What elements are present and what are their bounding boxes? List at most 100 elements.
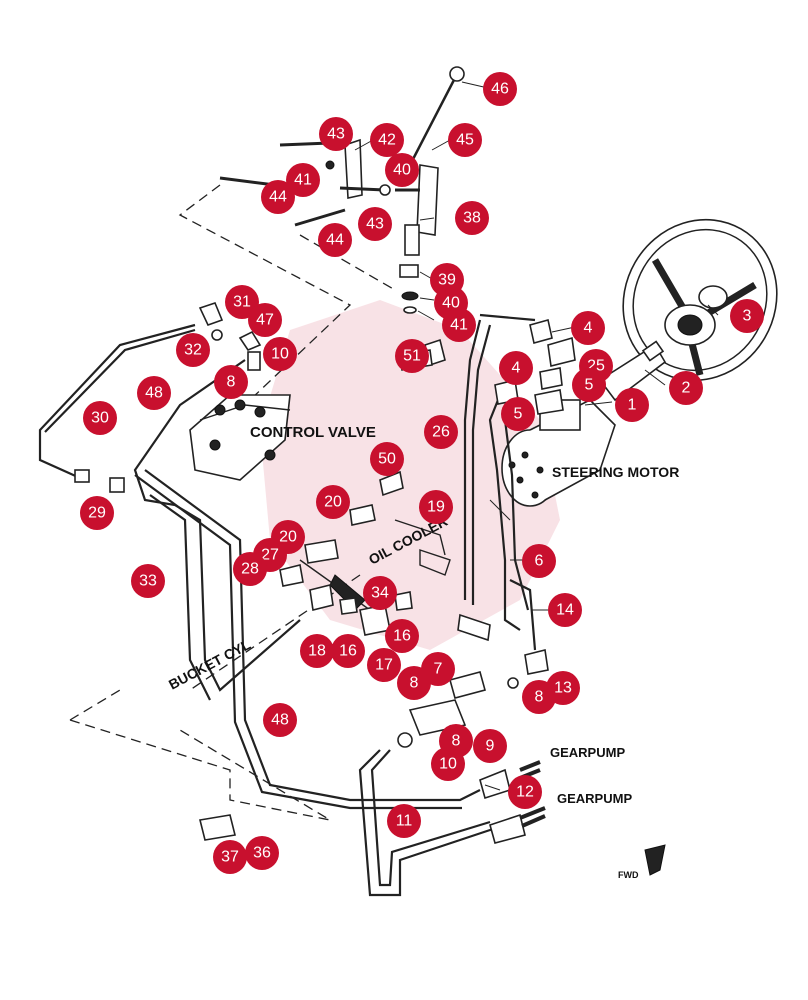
- callout-circle: [730, 299, 764, 333]
- callout-circle: [385, 619, 419, 653]
- callout-number: 51: [403, 348, 421, 365]
- callout-number: 39: [438, 272, 456, 289]
- callout-10: 10: [431, 747, 465, 781]
- callout-43: 43: [319, 117, 353, 151]
- callout-28: 28: [233, 552, 267, 586]
- callout-circle: [499, 351, 533, 385]
- callout-14: 14: [548, 593, 582, 627]
- control-valve-label: CONTROL VALVE: [250, 424, 376, 441]
- callout-circle: [448, 123, 482, 157]
- steering-column: [598, 340, 667, 402]
- callout-30: 30: [83, 401, 117, 435]
- callout-circle: [615, 388, 649, 422]
- callout-number: 13: [554, 680, 572, 697]
- fittings: [74, 302, 666, 876]
- callout-circle: [395, 339, 429, 373]
- callout-circle: [245, 836, 279, 870]
- watermark-logo: [260, 300, 560, 650]
- dashed-routing-line: [69, 184, 396, 821]
- callout-circle: [176, 333, 210, 367]
- callout-number: 5: [514, 406, 523, 423]
- callout-10: 10: [263, 337, 297, 371]
- callout-circle: [83, 401, 117, 435]
- control-lever: [219, 66, 465, 367]
- callout-44: 44: [318, 223, 352, 257]
- callout-circle: [501, 397, 535, 431]
- callout-number: 11: [396, 813, 413, 830]
- callout-circle: [508, 775, 542, 809]
- callout-circle: [442, 308, 476, 342]
- callout-number: 16: [393, 628, 411, 645]
- callout-number: 28: [241, 561, 259, 578]
- callout-number: 48: [145, 385, 163, 402]
- callout-circle: [214, 365, 248, 399]
- callout-number: 20: [324, 494, 342, 511]
- callout-number: 8: [227, 374, 236, 391]
- steering-motor: [501, 399, 616, 507]
- callout-number: 41: [450, 317, 468, 334]
- gearpump-label-lower: GEARPUMP: [557, 791, 632, 806]
- callout-number: 1: [628, 397, 637, 414]
- callout-number: 12: [516, 784, 534, 801]
- callout-51: 51: [395, 339, 429, 373]
- callout-number: 20: [279, 529, 297, 546]
- bucket-cyl-label: BUCKET CYL: [166, 636, 254, 693]
- callout-8: 8: [522, 680, 556, 714]
- callout-4: 4: [571, 311, 605, 345]
- callout-circle: [385, 153, 419, 187]
- callout-31: 31: [225, 285, 259, 319]
- callout-number: 4: [584, 320, 593, 337]
- steering-motor-label: STEERING MOTOR: [552, 464, 679, 480]
- callout-number: 19: [427, 499, 445, 516]
- callout-11: 11: [387, 804, 421, 838]
- callout-number: 40: [442, 295, 460, 312]
- callout-number: 37: [221, 849, 239, 866]
- callout-circle: [424, 415, 458, 449]
- callout-number: 41: [294, 172, 312, 189]
- callout-number: 26: [432, 424, 450, 441]
- callout-18: 18: [300, 634, 334, 668]
- callout-circle: [316, 485, 350, 519]
- callout-number: 7: [434, 661, 443, 678]
- callout-42: 42: [370, 123, 404, 157]
- callout-circle: [331, 634, 365, 668]
- callout-2: 2: [669, 371, 703, 405]
- callout-number: 16: [339, 643, 357, 660]
- callout-number: 14: [556, 602, 574, 619]
- callout-circle: [455, 201, 489, 235]
- callout-number: 34: [371, 585, 389, 602]
- callout-circle: [571, 311, 605, 345]
- callout-number: 29: [88, 505, 106, 522]
- callout-50: 50: [370, 442, 404, 476]
- callout-number: 2: [682, 380, 691, 397]
- callout-circle: [483, 72, 517, 106]
- callout-number: 36: [253, 845, 271, 862]
- callout-circle: [261, 180, 295, 214]
- callout-40: 40: [385, 153, 419, 187]
- callout-circle: [318, 223, 352, 257]
- gearpump-label-upper: GEARPUMP: [550, 745, 625, 760]
- callout-37: 37: [213, 840, 247, 874]
- callout-circle: [370, 123, 404, 157]
- callout-47: 47: [248, 303, 282, 337]
- callout-32: 32: [176, 333, 210, 367]
- callout-number: 17: [375, 657, 393, 674]
- callout-8: 8: [214, 365, 248, 399]
- callout-number: 44: [326, 232, 344, 249]
- callout-circle: [370, 442, 404, 476]
- callout-number: 42: [378, 132, 396, 149]
- callout-29: 29: [80, 496, 114, 530]
- callout-4: 4: [499, 351, 533, 385]
- callout-number: 27: [261, 547, 279, 564]
- callout-19: 19: [419, 490, 453, 524]
- callout-number: 38: [463, 210, 481, 227]
- callout-38: 38: [455, 201, 489, 235]
- callout-number: 45: [456, 132, 474, 149]
- callout-circle: [473, 729, 507, 763]
- callout-circle: [131, 564, 165, 598]
- hydraulic-lines: [38, 313, 537, 897]
- callout-26: 26: [424, 415, 458, 449]
- callout-46: 46: [483, 72, 517, 106]
- callout-16: 16: [385, 619, 419, 653]
